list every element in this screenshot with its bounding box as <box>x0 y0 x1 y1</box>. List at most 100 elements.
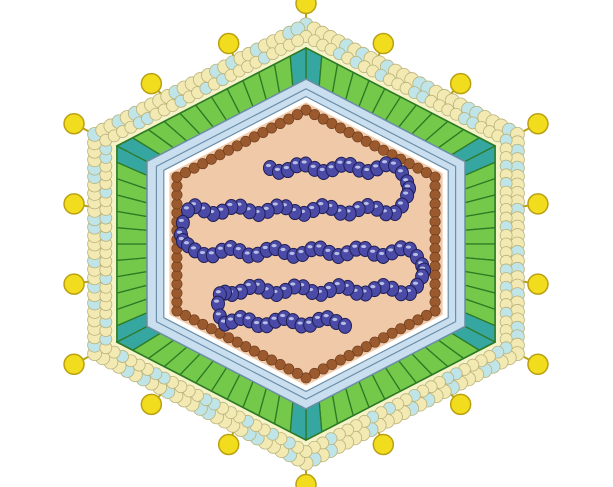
genome-bead-highlight <box>373 164 378 167</box>
genome-bead-highlight <box>306 321 311 324</box>
genome-bead-highlight <box>297 321 302 324</box>
genome-bead-highlight <box>388 248 393 251</box>
genome-bead-highlight <box>319 168 324 171</box>
genome-bead-highlight <box>337 161 342 164</box>
genome-bead-highlight <box>346 161 351 164</box>
glycoprotein-knob <box>296 475 316 487</box>
glycoprotein-knob <box>528 274 548 294</box>
core-bead <box>292 109 302 119</box>
genome-bead-highlight <box>284 166 289 169</box>
genome-bead-highlight <box>298 250 303 253</box>
genome-bead-highlight <box>289 252 294 255</box>
genome-bead-highlight <box>307 245 312 248</box>
genome-bead-highlight <box>209 251 214 254</box>
genome-bead-highlight <box>237 314 242 317</box>
genome-bead-highlight <box>318 202 323 205</box>
capsomer <box>117 244 147 260</box>
genome-bead-highlight <box>245 316 250 319</box>
genome-bead-highlight <box>343 249 348 252</box>
genome-bead-highlight <box>289 317 294 320</box>
genome-bead-highlight <box>413 282 418 285</box>
glycoprotein-knob <box>296 0 316 13</box>
genome-bead-highlight <box>216 290 221 293</box>
glycoprotein-knob <box>528 354 548 374</box>
genome-bead-highlight <box>254 321 259 324</box>
genome-bead-highlight <box>413 253 418 256</box>
glycoprotein-knob <box>528 114 548 134</box>
genome-bead-highlight <box>191 246 196 249</box>
genome-bead-highlight <box>216 312 221 315</box>
genome-bead-highlight <box>200 251 205 254</box>
genome-bead-highlight <box>398 169 403 172</box>
genome-bead-highlight <box>391 161 396 164</box>
genome-bead-highlight <box>214 299 219 302</box>
genome-bead-highlight <box>263 246 268 249</box>
genome-bead-highlight <box>418 272 423 275</box>
genome-bead-highlight <box>382 160 387 163</box>
genome-bead-highlight <box>405 184 410 187</box>
glycoprotein-knob <box>64 354 84 374</box>
glycoprotein-knob <box>64 114 84 134</box>
glycoprotein-knob <box>141 394 161 414</box>
genome-bead-highlight <box>179 219 184 222</box>
genome-bead-highlight <box>332 318 337 321</box>
genome-bead-highlight <box>280 248 285 251</box>
genome-bead-highlight <box>397 244 402 247</box>
genome-bead-highlight <box>355 166 360 169</box>
glycoprotein-knob <box>64 194 84 214</box>
genome-bead-highlight <box>341 322 346 325</box>
genome-bead-highlight <box>316 244 321 247</box>
genome-bead-highlight <box>254 251 259 254</box>
glycoprotein-knob <box>64 274 84 294</box>
genome-bead-highlight <box>379 252 384 255</box>
genome-bead-highlight <box>271 317 276 320</box>
genome-bead-highlight <box>370 250 375 253</box>
genome-bead-highlight <box>275 168 280 171</box>
genome-bead <box>339 318 352 333</box>
genome-bead-highlight <box>352 245 357 248</box>
glycoprotein-knob <box>373 34 393 54</box>
genome-bead-highlight <box>290 282 295 285</box>
genome-bead-highlight <box>355 205 360 208</box>
capsomer <box>465 228 495 244</box>
genome-bead-highlight <box>227 203 232 206</box>
glycoprotein-knob <box>451 74 471 94</box>
genome-bead-highlight <box>370 285 375 288</box>
genome-bead-highlight <box>272 244 277 247</box>
genome-bead-highlight <box>325 249 330 252</box>
genome-bead-highlight <box>273 202 278 205</box>
genome-bead-highlight <box>302 160 307 163</box>
genome-bead-highlight <box>293 161 298 164</box>
envelope-bead <box>292 35 304 47</box>
genome-bead-highlight <box>315 316 320 319</box>
genome-bead-highlight <box>218 247 223 250</box>
glycoprotein-knob <box>373 434 393 454</box>
genome-bead-highlight <box>324 314 329 317</box>
genome-bead-highlight <box>334 252 339 255</box>
genome-bead-highlight <box>227 244 232 247</box>
genome-bead-highlight <box>236 247 241 250</box>
genome-bead-highlight <box>263 321 268 324</box>
genome-bead-highlight <box>328 165 333 168</box>
genome-bead-highlight <box>184 206 189 209</box>
genome-bead-highlight <box>335 282 340 285</box>
glycoprotein-knob <box>528 194 548 214</box>
glycoprotein-knob <box>219 34 239 54</box>
genome-bead-highlight <box>403 191 408 194</box>
genome-bead-highlight <box>406 245 411 248</box>
genome-bead-highlight <box>266 164 271 167</box>
genome-bead-highlight <box>246 283 251 286</box>
genome-bead-highlight <box>326 286 331 289</box>
genome-bead-highlight <box>309 206 314 209</box>
genome-bead-highlight <box>361 245 366 248</box>
genome-bead-highlight <box>245 251 250 254</box>
genome-bead-highlight <box>280 314 285 317</box>
genome-bead-highlight <box>228 317 233 320</box>
genome-bead-highlight <box>184 241 189 244</box>
glycoprotein-knob <box>451 394 471 414</box>
glycoprotein-knob <box>141 74 161 94</box>
genome-bead-highlight <box>364 168 369 171</box>
glycoprotein-knob <box>219 434 239 454</box>
